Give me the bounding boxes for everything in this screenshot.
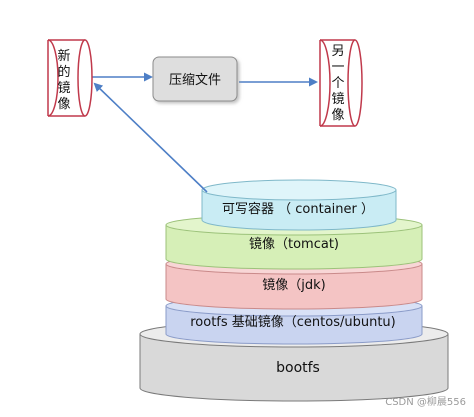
watermark: CSDN @柳晨556: [385, 395, 466, 408]
rootfs-label: rootfs 基础镜像（centos/ubuntu): [190, 315, 396, 330]
new-image-char-1: 新: [57, 48, 70, 64]
container-label: 可写容器 （ container ）: [222, 201, 374, 217]
new-image-cylinder: 新 的 镜 像: [47, 39, 93, 117]
jdk-label: 镜像（jdk): [262, 278, 325, 293]
arrow-container-to-new-image: [93, 82, 208, 193]
another-image-cylinder: 另 一 个 镜 像: [319, 39, 363, 127]
another-image-char-3: 个: [331, 76, 344, 91]
tomcat-label: 镜像（tomcat): [249, 237, 339, 252]
bootfs-label: bootfs: [276, 360, 320, 376]
new-image-char-3: 镜: [57, 81, 70, 96]
new-image-char-2: 的: [57, 64, 70, 80]
new-image-char-4: 像: [57, 97, 70, 112]
another-image-char-5: 像: [331, 108, 344, 123]
another-image-char-1: 另: [331, 44, 344, 59]
container-layer: 可写容器 （ container ）: [201, 179, 397, 231]
another-image-char-2: 一: [331, 60, 344, 75]
compress-box: [152, 56, 238, 102]
compress-label: 压缩文件: [169, 72, 221, 88]
another-image-char-4: 镜: [331, 92, 344, 107]
